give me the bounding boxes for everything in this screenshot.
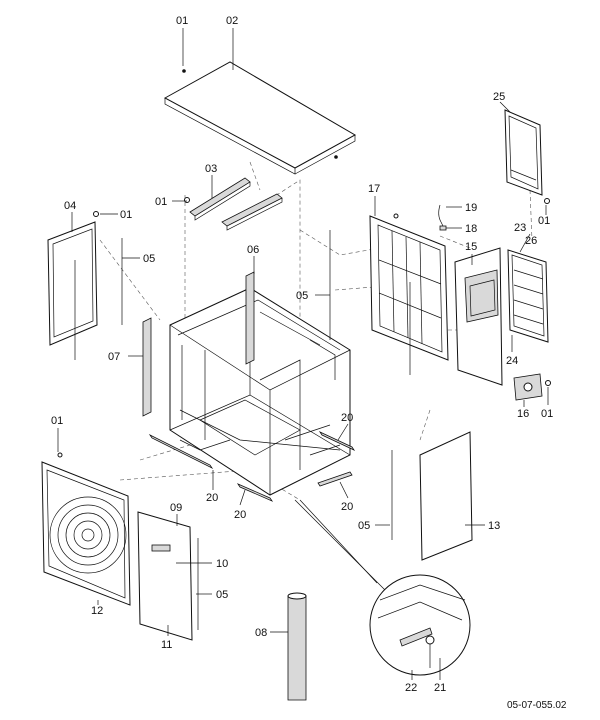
screw-icon [544, 198, 550, 204]
control-box-panel [454, 247, 503, 386]
callout-03: 03 [205, 163, 217, 175]
right-side-panel [419, 431, 473, 561]
callout-26: 26 [525, 235, 537, 247]
callout-05: 05 [296, 290, 308, 302]
screw-icon [425, 635, 435, 645]
callout-05: 05 [358, 520, 370, 532]
top-cover-panel [163, 61, 357, 175]
callout-labels: 01 02 03 01 04 01 05 06 05 07 17 19 18 1… [51, 15, 567, 711]
base-frame-chassis [169, 287, 351, 496]
callout-18: 18 [465, 223, 477, 235]
callout-08: 08 [255, 627, 267, 639]
callout-20: 20 [341, 412, 353, 424]
callout-06: 06 [247, 244, 259, 256]
callout-09: 09 [170, 502, 182, 514]
callout-19: 19 [465, 202, 477, 214]
callout-17: 17 [368, 183, 380, 195]
callout-04: 04 [64, 200, 76, 212]
right-side-grille [507, 249, 549, 343]
right-cover-panel [504, 109, 543, 196]
callout-01: 01 [541, 408, 553, 420]
callout-20: 20 [206, 492, 218, 504]
floor-strips [148, 431, 356, 502]
mounting-bracket [513, 373, 543, 401]
callout-01: 01 [155, 196, 167, 208]
logo-plate [151, 544, 171, 552]
callout-23: 23 [514, 222, 526, 234]
callout-10: 10 [216, 558, 228, 570]
fan-guard-icon [49, 496, 127, 574]
callout-15: 15 [465, 241, 477, 253]
screw-icon [545, 380, 551, 386]
callout-25: 25 [493, 91, 505, 103]
callout-01: 01 [538, 215, 550, 227]
callout-12: 12 [91, 605, 103, 617]
screw-icon [184, 197, 190, 203]
callout-05: 05 [143, 253, 155, 265]
screw-icon [182, 69, 186, 73]
screw-icon [57, 452, 63, 458]
detail-magnifier [294, 499, 471, 676]
callout-01: 01 [120, 209, 132, 221]
sensor-cable [438, 204, 447, 231]
callout-leaders [57, 28, 549, 680]
callout-05: 05 [216, 589, 228, 601]
side-post [142, 317, 152, 417]
top-rail-right [221, 193, 283, 231]
left-side-panel-frame [47, 221, 98, 360]
callout-20: 20 [341, 501, 353, 513]
screw-icon [93, 211, 99, 217]
fan-grille-panel [41, 461, 131, 606]
drawing-code: 05-07-055.02 [507, 700, 567, 711]
screws [57, 197, 551, 458]
screw-icon [334, 155, 338, 159]
callout-13: 13 [488, 520, 500, 532]
callout-01: 01 [176, 15, 188, 27]
callout-21: 21 [434, 682, 446, 694]
top-rail-left [189, 177, 251, 221]
callout-24: 24 [506, 355, 518, 367]
corner-post [245, 271, 255, 365]
callout-20: 20 [234, 509, 246, 521]
front-access-panel [137, 511, 193, 641]
callout-07: 07 [108, 351, 120, 363]
rear-grille-panel [369, 215, 449, 375]
support-post [287, 592, 307, 701]
detail-circle [369, 574, 471, 676]
callout-02: 02 [226, 15, 238, 27]
screw-icon [393, 213, 399, 219]
callout-22: 22 [405, 682, 417, 694]
callout-11: 11 [161, 639, 172, 651]
callout-16: 16 [517, 408, 529, 420]
callout-01: 01 [51, 415, 63, 427]
